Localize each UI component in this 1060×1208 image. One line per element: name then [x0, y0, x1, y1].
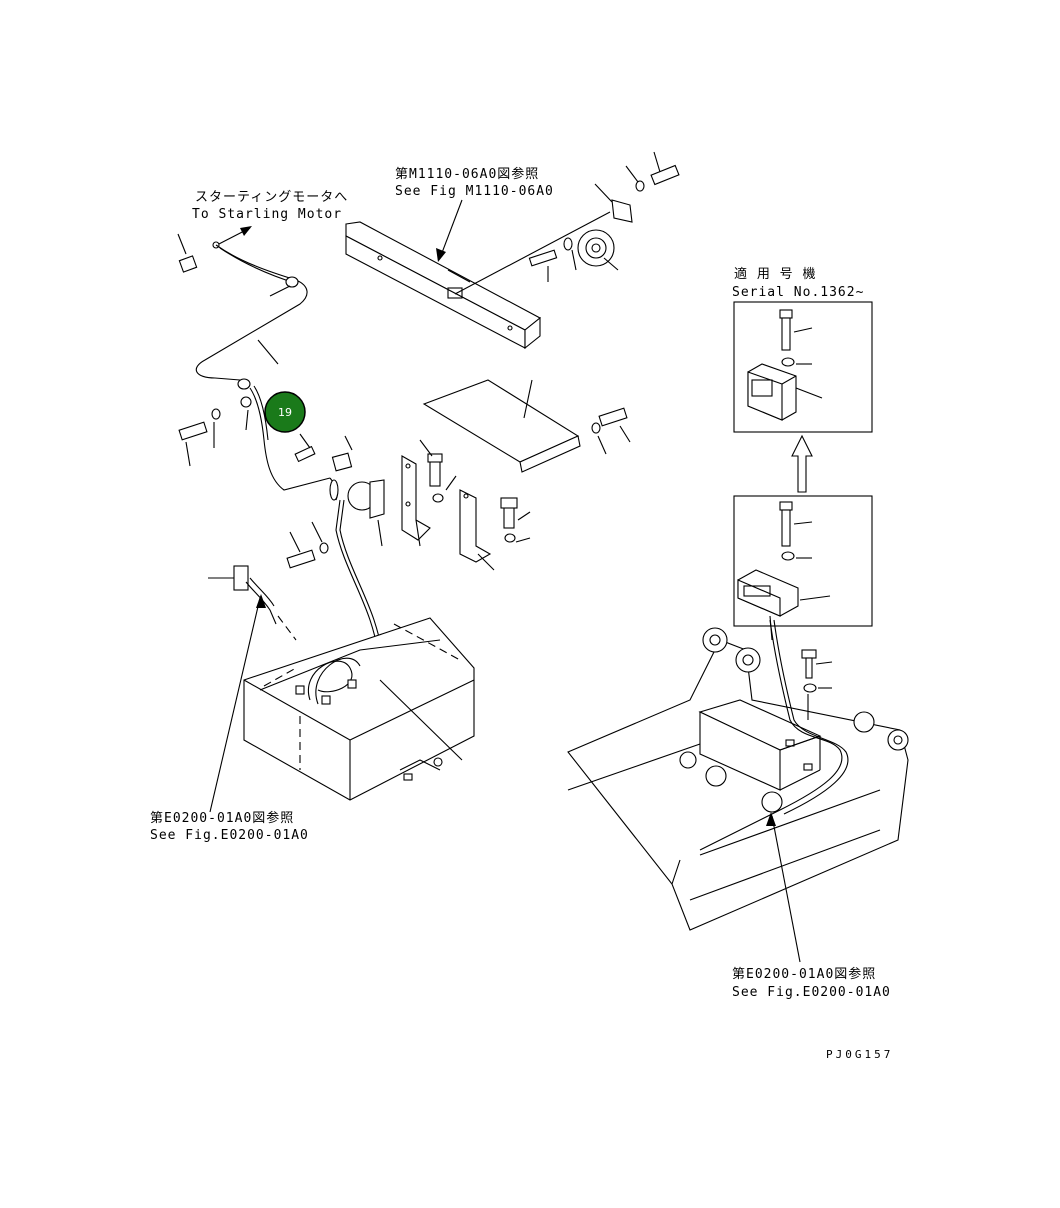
callout-19[interactable]: 19 — [264, 391, 306, 433]
ref-right-leader — [766, 812, 801, 963]
wire-harness-upper — [177, 233, 331, 491]
callout-number: 19 — [278, 406, 292, 419]
serial-box-bottom — [733, 495, 873, 641]
center-bracket — [401, 439, 457, 547]
starter-label-jp: スターティングモータへ — [195, 190, 348, 205]
cover-plate — [422, 379, 631, 473]
left-bolt-group — [178, 396, 252, 467]
side-bracket — [459, 489, 531, 571]
ref-top-en: See Fig M1110-06A0 — [395, 184, 554, 199]
drawing-code: PJ0G157 — [826, 1048, 893, 1061]
ref-right-en: See Fig.E0200-01A0 — [732, 985, 891, 1000]
starter-arrow — [214, 226, 252, 247]
lower-cable-leader — [379, 679, 463, 761]
ref-top-leader — [436, 199, 463, 262]
upper-frame-member — [345, 221, 541, 350]
battery-box — [243, 617, 475, 801]
serial-label-en: Serial No.1362~ — [732, 285, 864, 300]
serial-arrow — [791, 434, 813, 493]
ref-left-leader — [209, 594, 266, 813]
battery-cable-left — [208, 565, 297, 641]
callout-badge[interactable] — [264, 391, 306, 433]
ref-left-en: See Fig.E0200-01A0 — [150, 828, 309, 843]
horn-assembly — [454, 151, 680, 295]
serial-box-top — [733, 301, 873, 433]
serial-label-jp: 適 用 号 機 — [734, 266, 816, 282]
ref-top-jp: 第M1110-06A0図参照 — [395, 166, 539, 182]
ref-left-jp: 第E0200-01A0図参照 — [150, 810, 294, 826]
ref-right-jp: 第E0200-01A0図参照 — [732, 966, 876, 982]
boom-arm — [567, 619, 909, 931]
starter-label-en: To Starling Motor — [192, 207, 342, 222]
